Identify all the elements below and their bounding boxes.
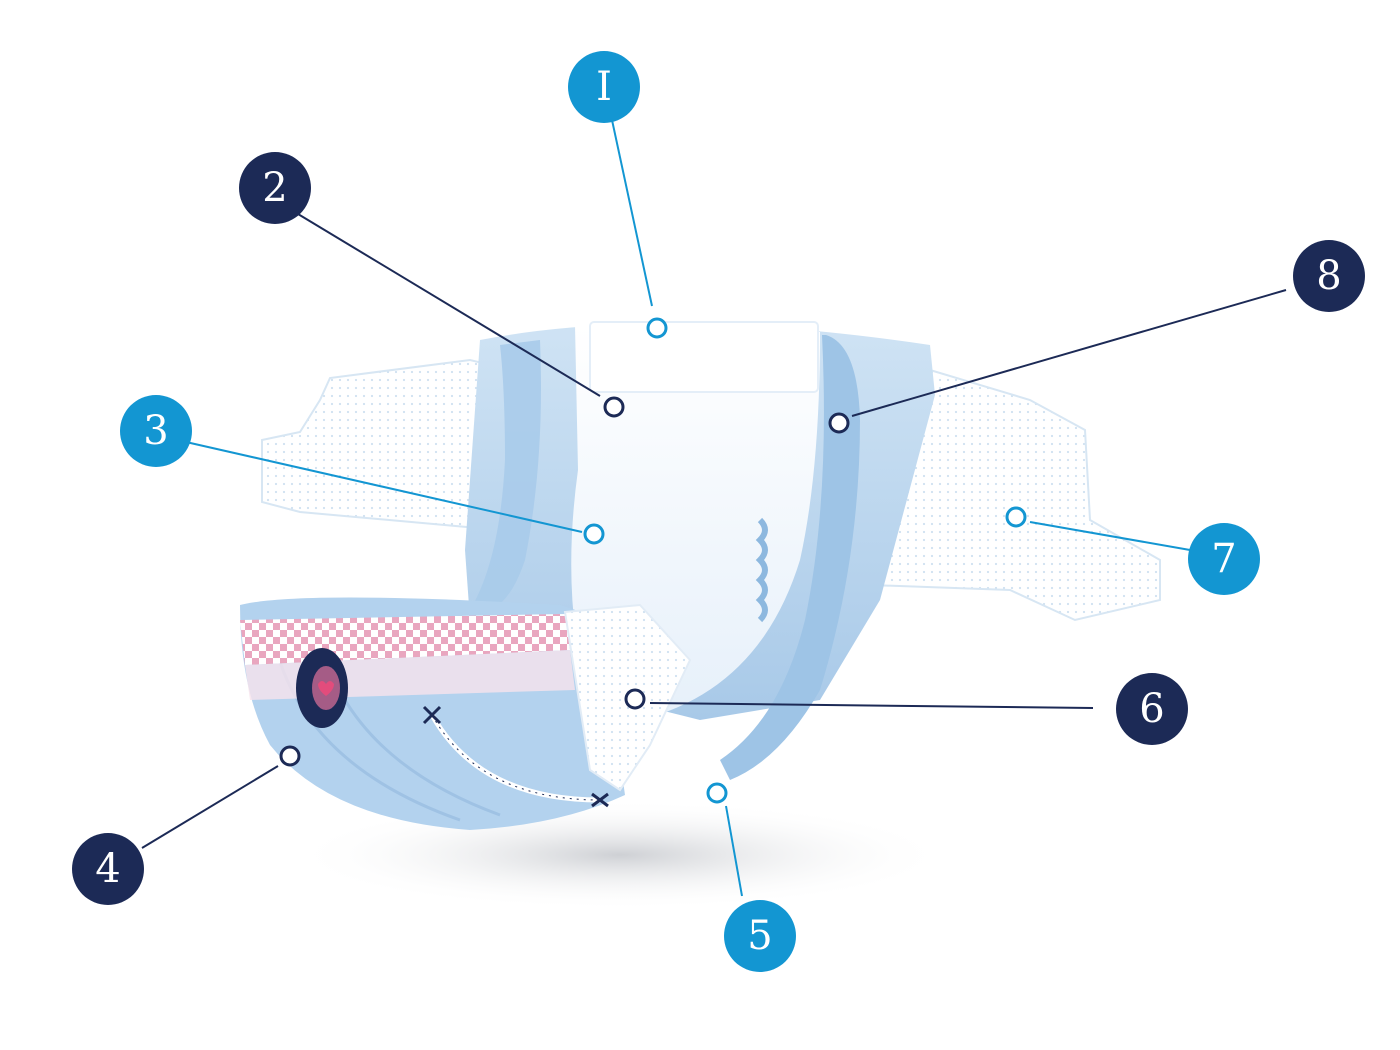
anchor-ring-1 [646,317,668,339]
callout-label-1: I [596,64,612,110]
anchor-ring-8 [828,412,850,434]
heart-icon [318,681,334,696]
leader-line-4 [141,765,279,849]
callout-label-8: 8 [1316,253,1341,299]
callout-label-5: 5 [747,913,772,959]
callout-badge-3: 3 [120,395,192,467]
elastic-ruffle [755,517,768,623]
callout-badge-5: 5 [724,900,796,972]
anchor-ring-6 [624,688,646,710]
callout-badge-4: 4 [72,833,144,905]
anchor-rings [279,317,1027,804]
callout-badge-2: 2 [239,152,311,224]
callout-label-6: 6 [1139,686,1164,732]
callout-badge-7: 7 [1188,523,1260,595]
leader-line-6 [649,702,1094,709]
right-leg-cuff [720,335,860,780]
leader-lines [141,119,1287,897]
leader-line-8 [851,289,1287,417]
callout-badge-1: I [568,51,640,123]
callout-badge-6: 6 [1116,673,1188,745]
anchor-ring-2 [603,396,625,418]
callout-badge-8: 8 [1293,240,1365,312]
callout-badges: I 2 3 4 5 6 7 8 [72,51,1365,972]
anchor-ring-5 [706,782,728,804]
leader-line-5 [725,805,743,897]
callout-label-2: 2 [262,165,287,211]
waistband-strip [589,321,819,393]
leader-line-1 [611,119,653,307]
callout-label-4: 4 [95,846,120,892]
anchor-ring-7 [1005,506,1027,528]
stitch-mark [422,705,442,725]
left-leg-cuff [470,340,541,612]
leader-line-3 [185,441,583,533]
leader-line-2 [297,213,601,397]
anchor-ring-4 [279,745,301,767]
leader-line-7 [1029,521,1191,551]
anchor-ring-3 [583,523,605,545]
callout-label-3: 3 [143,408,168,454]
callout-label-7: 7 [1211,536,1236,582]
